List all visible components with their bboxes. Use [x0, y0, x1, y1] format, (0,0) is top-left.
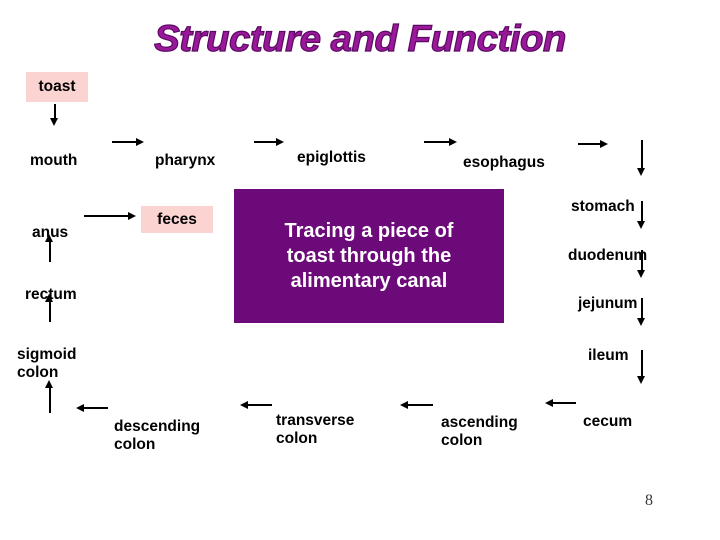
node-epiglottis: epiglottis [297, 131, 366, 167]
node-sigmoid-colon: sigmoid colon [17, 328, 76, 382]
node-esophagus: esophagus [463, 136, 545, 172]
arrow-transverse-to-descending-colon [240, 398, 272, 412]
node-ileum: ileum [588, 329, 628, 365]
arrow-epiglottis-to-esophagus [424, 135, 457, 149]
arrow-cecum-to-ascending-colon [545, 396, 576, 410]
arrow-pharynx-to-epiglottis [254, 135, 284, 149]
node-stomach-label: stomach [571, 198, 635, 215]
node-pharynx-label: pharynx [155, 152, 216, 169]
node-feces-label: feces [157, 210, 197, 228]
node-toast-label: toast [38, 78, 76, 96]
node-duodenum-label: duodenum [568, 247, 648, 264]
node-rectum: rectum [25, 268, 77, 304]
arrow-ileum-to-cecum [636, 350, 647, 384]
node-esophagus-label: esophagus [463, 154, 545, 171]
arrow-rectum-to-anus [44, 234, 55, 262]
node-descending-colon: descending colon [114, 400, 200, 454]
caption-box: Tracing a piece of toast through the ali… [234, 189, 504, 323]
arrow-stomach-to-duodenum [636, 201, 647, 229]
node-epiglottis-label: epiglottis [297, 149, 366, 166]
node-cecum-label: cecum [583, 413, 633, 430]
node-jejunum: jejunum [578, 277, 637, 313]
node-anus-label: anus [32, 224, 69, 241]
node-ascending-colon-label: ascending colon [441, 414, 518, 449]
node-mouth: mouth [30, 134, 77, 170]
node-duodenum: duodenum [568, 229, 647, 265]
arrow-turn-to-stomach [636, 140, 647, 176]
node-anus: anus [32, 206, 68, 242]
arrow-jejunum-to-ileum [636, 298, 647, 326]
node-transverse-colon: transverse colon [276, 394, 354, 448]
arrow-ascending-to-transverse-colon [400, 398, 433, 412]
arrow-esophagus-to-turn [578, 137, 608, 151]
caption-text: Tracing a piece of toast through the ali… [284, 219, 454, 292]
node-stomach: stomach [571, 180, 635, 216]
arrow-sigmoid-colon-to-rectum [44, 294, 55, 322]
node-transverse-colon-label: transverse colon [276, 412, 355, 447]
node-cecum: cecum [583, 395, 632, 431]
node-rectum-label: rectum [25, 286, 77, 303]
node-toast: toast [26, 72, 88, 102]
node-descending-colon-label: descending colon [114, 418, 201, 453]
page-number: 8 [645, 492, 653, 509]
arrow-duodenum-to-jejunum [636, 250, 647, 278]
node-sigmoid-colon-label: sigmoid colon [17, 346, 77, 381]
node-mouth-label: mouth [30, 152, 78, 169]
arrow-mouth-to-pharynx [112, 135, 144, 149]
arrow-descending-colon-to-turn [76, 401, 108, 415]
node-jejunum-label: jejunum [578, 295, 638, 312]
node-ileum-label: ileum [588, 347, 629, 364]
arrow-toast-to-mouth [49, 104, 60, 126]
node-ascending-colon: ascending colon [441, 396, 518, 450]
page-title: Structure and Function [153, 17, 567, 59]
arrow-turn-to-sigmoid-colon [44, 380, 55, 413]
node-pharynx: pharynx [155, 134, 215, 170]
arrow-anus-to-feces [84, 209, 136, 223]
node-feces: feces [141, 206, 213, 233]
